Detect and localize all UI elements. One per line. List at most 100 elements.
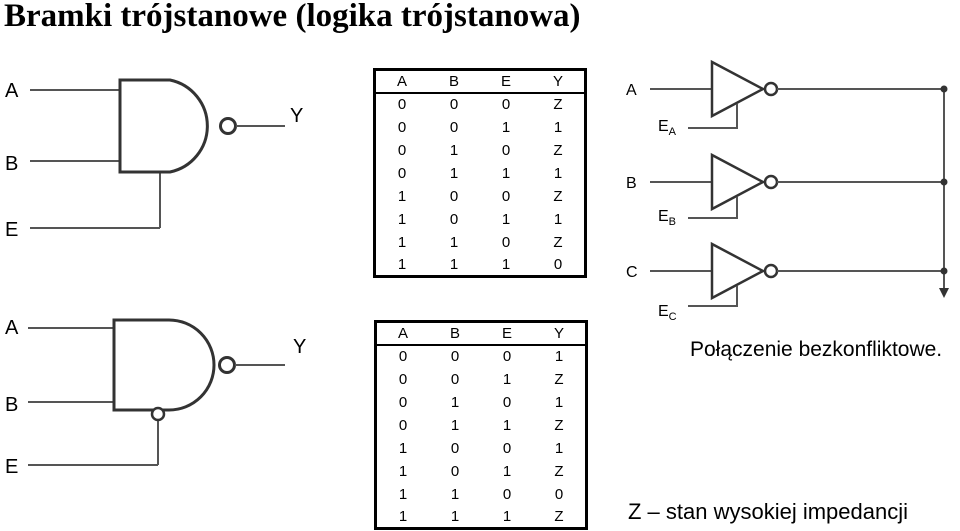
table-cell: 1 [397, 187, 407, 205]
table-cell: 0 [501, 141, 511, 159]
table-cell: 0 [502, 393, 512, 411]
table-cell: 0 [449, 210, 459, 228]
table-cell: 0 [449, 96, 459, 113]
table-header-cell: A [375, 321, 429, 346]
table-cell: 1 [502, 416, 512, 434]
table-header-cell: E [481, 321, 533, 346]
table-cell: 0 [554, 485, 564, 503]
table-cell: 1 [553, 164, 563, 182]
gate2-input-b-label: B [5, 394, 18, 416]
table-cell: Z [554, 462, 564, 480]
table-cell: 0 [553, 255, 563, 273]
bus-junction-a [940, 85, 948, 93]
gate1-input-b-label: B [5, 153, 18, 175]
table-row: 0 1 1 Z [376, 414, 587, 437]
table-header-cell: A [374, 69, 428, 94]
table-cell: 1 [502, 462, 512, 480]
table-header-cell: B [429, 321, 481, 346]
table-cell: Z [554, 416, 564, 434]
table-cell: 0 [501, 233, 511, 251]
table-row: 0 1 0 1 [376, 391, 587, 414]
table-cell: 0 [398, 416, 408, 434]
table-row: 1 0 0 1 [376, 437, 587, 460]
table-cell: 0 [502, 439, 512, 457]
table-cell: 1 [450, 393, 460, 411]
table-cell: 1 [449, 141, 459, 159]
bus-junction-b [940, 178, 948, 186]
table-cell: 0 [398, 393, 408, 411]
bus-enable-b-label: EB [658, 208, 676, 228]
table-cell: 1 [398, 439, 408, 457]
table-header-cell: E [480, 69, 532, 94]
table-cell: 1 [554, 348, 564, 365]
table-cell: 1 [397, 233, 407, 251]
table-cell: 0 [397, 141, 407, 159]
gate1-input-a-label: A [5, 80, 19, 102]
gate2-enable-label: E [5, 456, 18, 478]
bus-junction-c [940, 267, 948, 275]
table-cell: 0 [398, 348, 408, 365]
table-cell: 0 [450, 370, 460, 388]
tri-state-buffer-a [650, 59, 944, 129]
bus-enable-a-label: EA [658, 118, 677, 138]
table-cell: 1 [398, 507, 408, 525]
table-cell: Z [554, 507, 564, 525]
table-cell: 0 [397, 164, 407, 182]
table-cell: 1 [553, 210, 563, 228]
table-header-cell: Y [532, 69, 586, 94]
table-cell: 0 [449, 118, 459, 136]
table-cell: 1 [450, 416, 460, 434]
gate2-output-label: Y [293, 336, 306, 358]
table-cell: 0 [501, 96, 511, 113]
table-row: 0 0 0 1 [376, 345, 587, 368]
tri-state-buffer-c [650, 241, 944, 307]
table-cell: 1 [501, 210, 511, 228]
table-row: 0 1 0 Z [375, 139, 586, 162]
legend-text: Z – stan wysokiej impedancji [628, 499, 909, 524]
bus-arrow-icon [939, 288, 949, 298]
bus-input-c-label: C [626, 264, 638, 281]
table-cell: 1 [553, 118, 563, 136]
nand-gate-2 [28, 318, 285, 466]
bus-input-a-label: A [626, 82, 637, 99]
gate1-enable-label: E [5, 219, 18, 241]
table-cell: 1 [502, 507, 512, 525]
table-cell: 1 [554, 439, 564, 457]
table-cell: 1 [449, 164, 459, 182]
table-header-cell: Y [533, 321, 587, 346]
table-cell: 1 [450, 507, 460, 525]
table-cell: 1 [502, 370, 512, 388]
bus-caption: Połączenie bezkonfliktowe. [690, 338, 943, 361]
table-cell: 1 [398, 485, 408, 503]
table-cell: Z [553, 141, 563, 159]
table-cell: 1 [554, 393, 564, 411]
table-cell: 1 [397, 255, 407, 273]
table-row: 1 0 0 Z [375, 185, 586, 208]
bus-enable-c-label: EC [658, 303, 677, 323]
table-cell: Z [553, 187, 563, 205]
table-cell: 1 [449, 233, 459, 251]
table-cell: 0 [502, 348, 512, 365]
table-header-row: A B E Y [374, 69, 586, 94]
table-cell: 0 [397, 118, 407, 136]
table-cell: Z [553, 233, 563, 251]
table-row: 1 1 0 Z [375, 231, 586, 254]
bus-input-b-label: B [626, 175, 637, 192]
table-header-cell: B [428, 69, 480, 94]
table-header-row: A B E Y [375, 321, 587, 346]
table-cell: 0 [449, 187, 459, 205]
table-cell: 1 [398, 462, 408, 480]
table-cell: 0 [450, 439, 460, 457]
table-cell: 0 [450, 348, 460, 365]
table-row: 1 1 1 Z [376, 506, 587, 529]
table-cell: 0 [501, 187, 511, 205]
table-cell: 1 [501, 255, 511, 273]
